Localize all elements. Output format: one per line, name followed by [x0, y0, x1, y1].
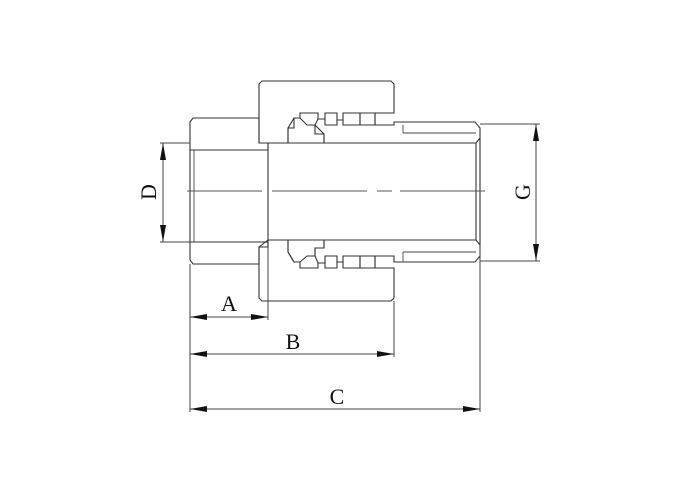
- male-body-top: [314, 112, 481, 144]
- dimension-label-d: D: [136, 184, 161, 200]
- nut-top: [258, 80, 395, 144]
- arrow-icon: [533, 244, 539, 261]
- arrow-icon: [251, 314, 268, 320]
- arrow-icon: [160, 143, 166, 160]
- tail-coupling-top: [287, 117, 325, 144]
- arrow-icon: [190, 314, 207, 320]
- dimension-label-a: A: [221, 291, 237, 316]
- dimension-label-b: B: [286, 329, 301, 354]
- left-tail-top: [189, 117, 269, 151]
- arrow-icon: [190, 351, 207, 357]
- arrow-icon: [463, 406, 480, 412]
- nut-bottom: [258, 239, 395, 302]
- arrow-icon: [377, 351, 394, 357]
- male-body-bottom: [314, 239, 481, 269]
- arrow-icon: [160, 225, 166, 242]
- dimension-label-c: C: [330, 384, 345, 409]
- dimension-label-g: G: [510, 184, 535, 200]
- arrow-icon: [190, 406, 207, 412]
- tail-coupling-bottom: [287, 239, 325, 263]
- left-tail-bottom: [189, 241, 269, 265]
- arrow-icon: [533, 124, 539, 141]
